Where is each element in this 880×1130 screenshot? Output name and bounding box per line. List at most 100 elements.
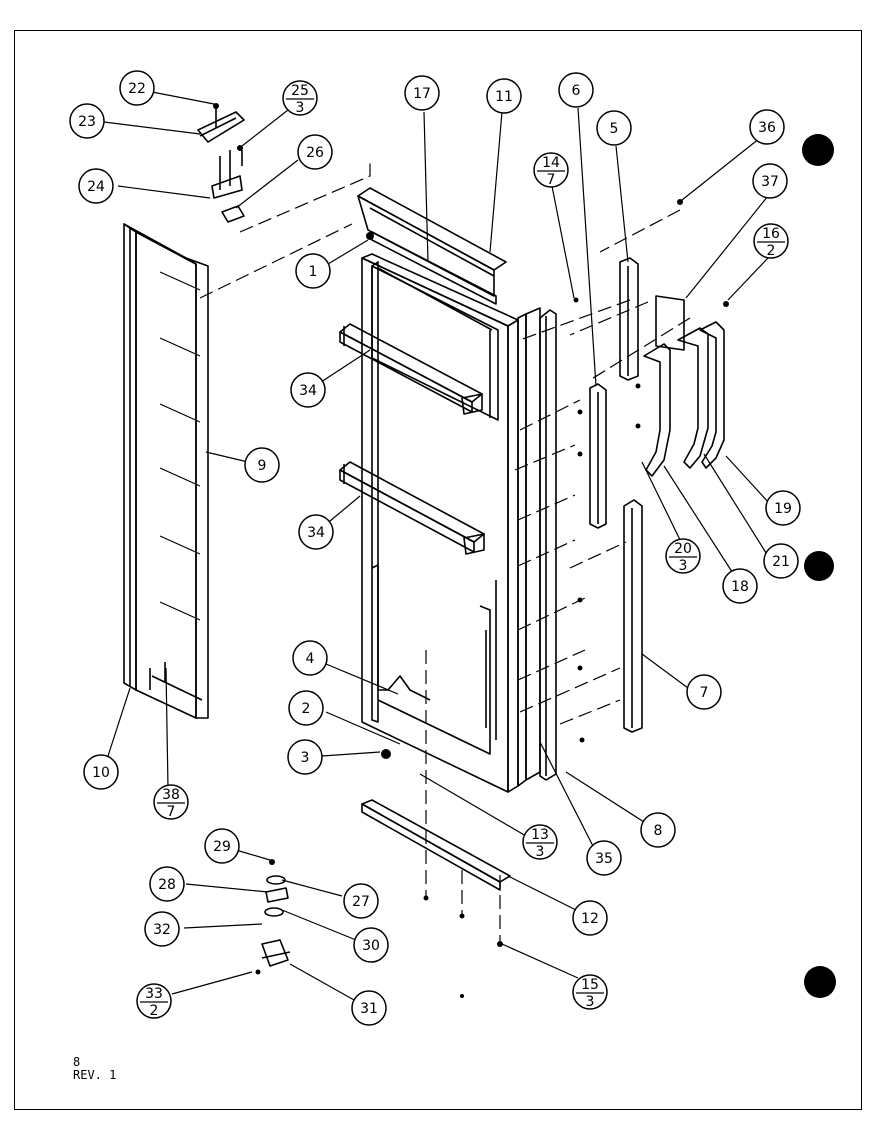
callout-15: 153: [572, 974, 608, 1010]
callout-circle: [596, 110, 632, 146]
callout-12: 12: [572, 900, 608, 936]
callout-circle: [486, 78, 522, 114]
callout-number: 29: [213, 839, 231, 855]
sheet-number: 8: [73, 1055, 81, 1069]
callout-numerator: 13: [531, 827, 549, 843]
callout-5: 5: [596, 110, 632, 146]
callout-numerator: 14: [542, 155, 560, 171]
callout-circle: [763, 543, 799, 579]
bottom-rail-12: [361, 799, 511, 891]
callout-7: 7: [686, 674, 722, 710]
callout-circle: [558, 72, 594, 108]
callout-2: 2: [288, 690, 324, 726]
callout-6: 6: [558, 72, 594, 108]
callout-number: 28: [158, 877, 176, 893]
callout-numerator: 20: [674, 541, 692, 557]
bracket-5: [619, 257, 639, 381]
callout-number: 4: [306, 651, 315, 667]
top-cap-11: [357, 187, 507, 305]
callout-denominator: 3: [679, 558, 688, 574]
callout-circle: [287, 739, 323, 775]
callout-19: 19: [765, 490, 801, 526]
callout-number: 7: [700, 685, 709, 701]
callout-circle: [288, 690, 324, 726]
callout-36: 36: [749, 109, 785, 145]
callout-circle: [522, 824, 558, 860]
callout-number: 1: [309, 264, 318, 280]
callout-circle: [749, 109, 785, 145]
callout-26: 26: [297, 134, 333, 170]
bottom-hinge-assembly: [261, 875, 291, 967]
callout-number: 2: [302, 701, 311, 717]
handle-pieces: [643, 321, 725, 477]
callout-circle: [83, 754, 119, 790]
callout-29: 29: [204, 828, 240, 864]
callout-27: 27: [343, 883, 379, 919]
callout-circle: [69, 103, 105, 139]
callout-32: 32: [144, 911, 180, 947]
callout-34a: 34: [290, 372, 326, 408]
callout-number: 19: [774, 501, 792, 517]
callout-number: 24: [87, 179, 105, 195]
callout-number: 26: [306, 145, 324, 161]
callout-10: 10: [83, 754, 119, 790]
callout-circle: [533, 152, 569, 188]
callout-number: 34: [307, 525, 325, 541]
panel-screw-marks: [159, 271, 201, 621]
callout-number: 35: [595, 851, 613, 867]
callout-circle: [753, 223, 789, 259]
callout-17: 17: [404, 75, 440, 111]
callout-4: 4: [292, 640, 328, 676]
callout-denominator: 2: [767, 243, 776, 259]
callout-number: 11: [495, 89, 513, 105]
dashed-alignment-lines: [199, 162, 691, 945]
callout-circle: [144, 911, 180, 947]
callout-number: 37: [761, 174, 779, 190]
fastener-dots: [213, 103, 729, 998]
callout-circle: [404, 75, 440, 111]
callout-numerator: 15: [581, 977, 599, 993]
strip-6: [589, 383, 607, 529]
callout-denominator: 2: [150, 1003, 159, 1019]
revision-label: REV. 1: [73, 1068, 117, 1082]
callout-circle: [136, 983, 172, 1019]
callout-circle: [640, 812, 676, 848]
registration-dot-top: [802, 134, 834, 166]
callout-circle: [686, 674, 722, 710]
callout-38: 387: [153, 784, 189, 820]
callout-number: 34: [299, 383, 317, 399]
callout-numerator: 25: [291, 83, 309, 99]
callout-circle: [572, 900, 608, 936]
callout-34b: 34: [298, 514, 334, 550]
callout-9: 9: [244, 447, 280, 483]
strip-8: [539, 309, 557, 781]
drawing-lines: [123, 104, 725, 967]
top-hinge-assembly: [197, 104, 245, 223]
callout-circle: [722, 568, 758, 604]
callout-circle: [353, 927, 389, 963]
side-panel-9: [123, 223, 209, 719]
leader-lines: [103, 91, 771, 1001]
callout-number: 36: [758, 120, 776, 136]
callout-35: 35: [586, 840, 622, 876]
callout-20: 203: [665, 538, 701, 574]
callout-numerator: 16: [762, 226, 780, 242]
callout-number: 27: [352, 894, 370, 910]
callout-23: 23: [69, 103, 105, 139]
callout-22: 22: [119, 70, 155, 106]
diagram-border: [14, 30, 862, 1110]
callout-number: 8: [654, 823, 663, 839]
callout-number: 12: [581, 911, 599, 927]
callout-denominator: 3: [296, 100, 305, 116]
callout-1: 1: [295, 253, 331, 289]
callout-circle: [765, 490, 801, 526]
callout-circle: [119, 70, 155, 106]
callout-circle: [290, 372, 326, 408]
callout-denominator: 7: [167, 804, 176, 820]
callout-circle: [78, 168, 114, 204]
shelf-bracket-34-lower: [339, 461, 485, 555]
callout-circle: [586, 840, 622, 876]
